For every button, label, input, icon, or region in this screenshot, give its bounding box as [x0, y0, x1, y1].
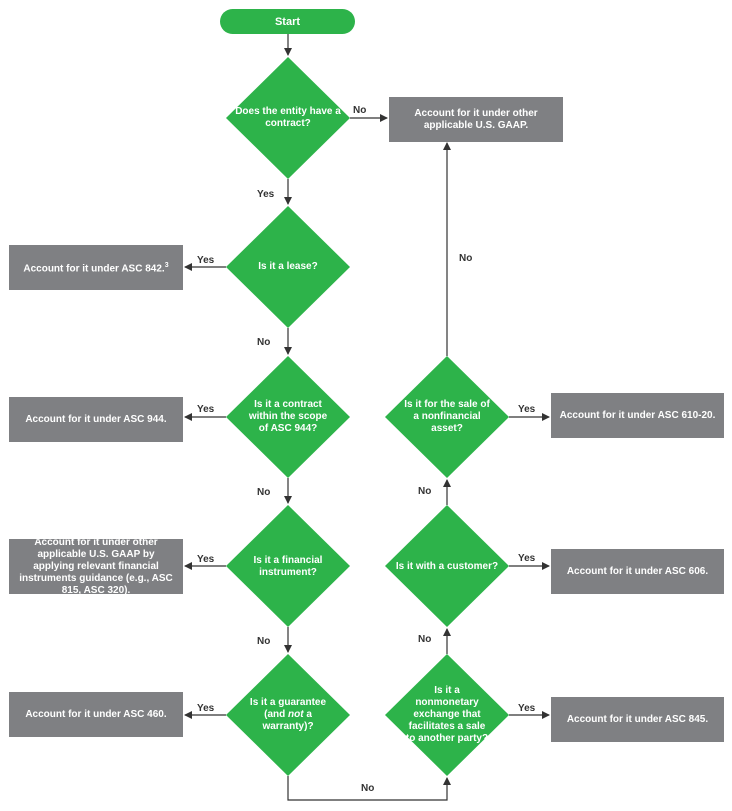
label-financial-no: No — [257, 636, 271, 647]
decision-asc944-text: Is it a contract within the scope of ASC… — [248, 399, 328, 434]
label-nonmonetary-yes: Yes — [518, 703, 536, 714]
diamond-nonfinancial — [385, 356, 509, 478]
label-guarantee-no: No — [361, 783, 375, 794]
label-customer-no: No — [418, 486, 432, 497]
label-asc944-yes: Yes — [197, 404, 215, 415]
diamond-contract — [226, 57, 350, 179]
action-other-gaap: Account for it under other applicable U.… — [389, 97, 563, 142]
label-nonmonetary-no: No — [418, 634, 432, 645]
decision-financial-text: Is it a financial instrument? — [253, 555, 323, 578]
arrow-guarantee-to-nonmonetary — [287, 776, 451, 801]
action-asc845: Account for it under ASC 845. — [551, 697, 724, 742]
label-lease-yes: Yes — [197, 255, 215, 266]
decision-lease-text: Is it a lease? — [258, 261, 318, 272]
action-asc842: Account for it under ASC 842.3 — [9, 245, 183, 290]
label-contract-no: No — [353, 105, 367, 116]
label-guarantee-yes: Yes — [197, 703, 215, 714]
action-fin-guidance: Account for it under other applicable U.… — [9, 537, 183, 596]
label-contract-yes: Yes — [257, 189, 275, 200]
action-asc610: Account for it under ASC 610-20. — [551, 393, 724, 438]
label-asc944-no: No — [257, 487, 271, 498]
decision-guarantee-text: Is it a guarantee (and not a warranty)? — [249, 697, 327, 732]
start-label: Start — [274, 15, 301, 28]
action-asc460: Account for it under ASC 460. — [9, 692, 183, 737]
diamond-lease — [226, 206, 350, 328]
decision-customer-text: Is it with a customer? — [395, 561, 499, 572]
label-nonfinancial-no: No — [459, 253, 473, 264]
label-customer-yes: Yes — [518, 553, 536, 564]
diamond-asc944 — [226, 356, 350, 478]
label-nonfinancial-yes: Yes — [518, 404, 536, 415]
label-lease-no: No — [257, 337, 271, 348]
action-asc606: Account for it under ASC 606. — [551, 549, 724, 594]
diamond-guarantee — [226, 654, 350, 776]
label-financial-yes: Yes — [197, 554, 215, 565]
footnote-marker: 3 — [164, 261, 169, 269]
diamond-customer — [385, 505, 509, 627]
action-asc944: Account for it under ASC 944. — [9, 397, 183, 442]
diamond-financial — [226, 505, 350, 627]
decision-nonmonetary-text: Is it a nonmonetary exchange that facili… — [405, 685, 489, 744]
decision-nonfinancial-text: Is it for the sale of a nonfinancial ass… — [404, 399, 490, 434]
diamond-nonmonetary — [385, 654, 509, 776]
decision-contract-text: Does the entity have a contract? — [235, 106, 341, 129]
start-node: Start — [220, 9, 355, 34]
